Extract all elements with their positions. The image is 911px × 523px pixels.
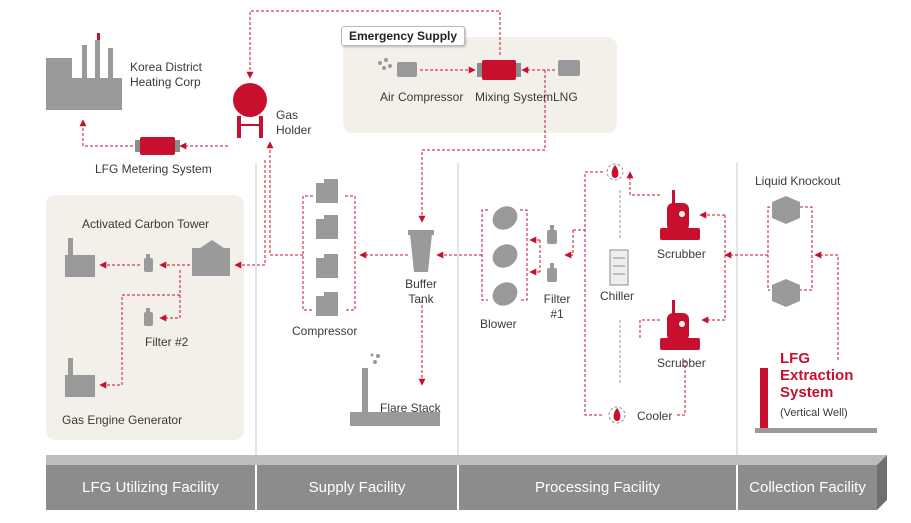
- section-collection: Collection Facility: [738, 465, 877, 510]
- mixing-system-icon: [477, 60, 521, 80]
- liquid-knockout-icons: [772, 196, 800, 307]
- lfg-extraction-well-icon: [755, 368, 877, 433]
- liquid-knockout-label: Liquid Knockout: [755, 174, 841, 188]
- scrubber-bottom-icon: [660, 300, 700, 350]
- cooler-label: Cooler: [637, 409, 673, 423]
- flare-stack-icon: [350, 353, 440, 426]
- chiller-icon: [609, 249, 629, 286]
- activated-carbon-tower-icon: [192, 240, 230, 276]
- air-compressor-icon: [378, 58, 417, 77]
- gas-engine-label: Gas Engine Generator: [62, 413, 183, 427]
- chiller-label: Chiller: [600, 289, 635, 303]
- mixing-system-label: Mixing System: [475, 90, 554, 104]
- emergency-supply-badge: Emergency Supply: [341, 26, 466, 46]
- compressor-label: Compressor: [292, 324, 358, 338]
- filter2-label: Filter #2: [145, 335, 189, 349]
- filter2-icons: [144, 254, 153, 326]
- scrubber-top-icon: [660, 190, 700, 240]
- vertical-well-label: (Vertical Well): [780, 407, 848, 419]
- section-bar-top: [46, 455, 887, 465]
- blower-label: Blower: [480, 317, 517, 331]
- lfg-extraction-label: LFG Extraction System: [780, 350, 854, 401]
- activated-carbon-label: Activated Carbon Tower: [82, 217, 210, 231]
- blower-icons: [492, 206, 518, 306]
- korea-district-label: Korea District Heating Corp: [130, 60, 203, 89]
- air-compressor-label: Air Compressor: [380, 90, 464, 104]
- section-supply: Supply Facility: [257, 465, 457, 510]
- lfg-metering-icon: [135, 137, 180, 155]
- scrubber-bottom-label: Scrubber: [657, 356, 706, 370]
- section-utilizing: LFG Utilizing Facility: [46, 465, 255, 510]
- gas-engine-generator-icons: [65, 238, 95, 397]
- flow-lines: [79, 10, 839, 416]
- lng-icon: [558, 60, 580, 76]
- buffer-tank-label: Buffer Tank: [405, 277, 437, 306]
- filter1-label: Filter #1: [543, 292, 571, 321]
- gas-holder-label: Gas Holder: [276, 108, 312, 137]
- section-processing: Processing Facility: [459, 465, 736, 510]
- section-dividers: [255, 163, 738, 455]
- emergency-supply-panel: [343, 37, 617, 133]
- section-bar-side: [877, 455, 887, 510]
- gas-holder-icon: [233, 83, 267, 138]
- buffer-tank-icon: [408, 230, 434, 272]
- flare-stack-label: Flare Stack: [380, 401, 441, 415]
- compressor-icons: [316, 179, 338, 316]
- flame-icon-bottom: [608, 406, 626, 424]
- filter1-icons: [547, 225, 557, 282]
- lng-label: LNG: [553, 90, 578, 104]
- scrubber-top-label: Scrubber: [657, 247, 706, 261]
- lfg-metering-label: LFG Metering System: [95, 162, 212, 176]
- flame-icon-top: [606, 163, 624, 181]
- heating-plant-icon: [46, 33, 122, 110]
